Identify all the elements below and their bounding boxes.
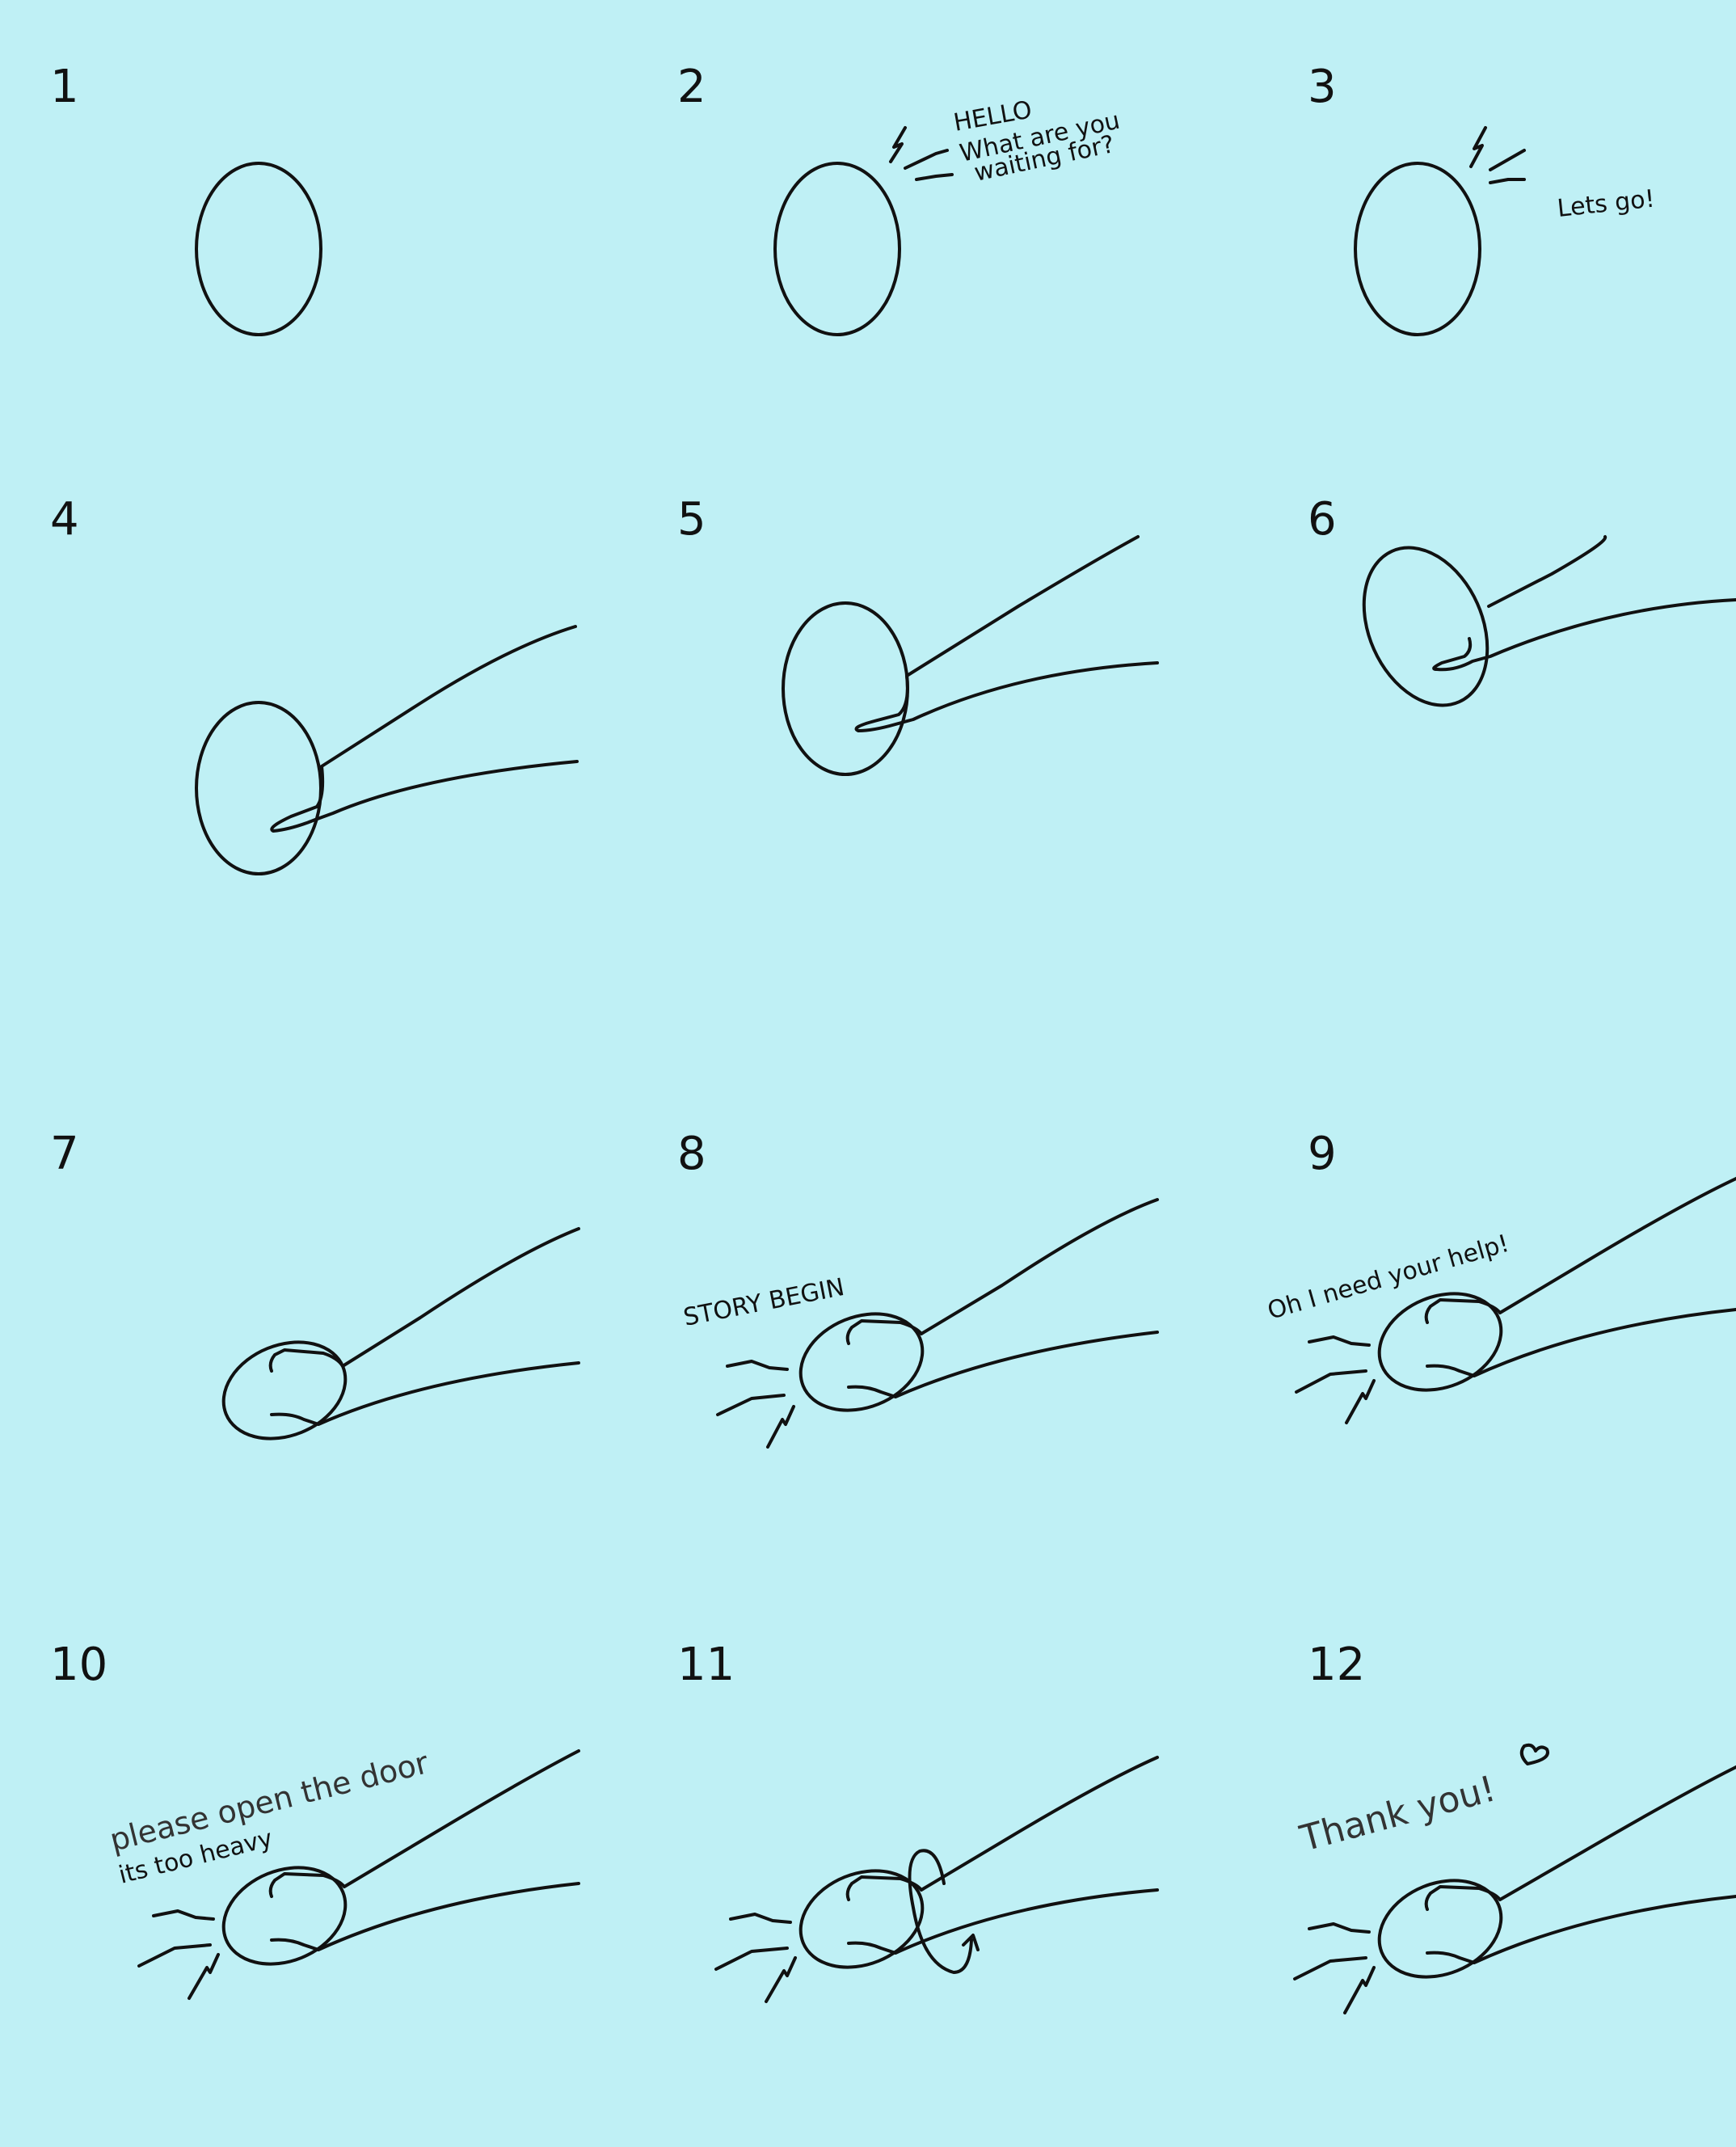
doorknob-sketch bbox=[195, 701, 322, 875]
panel-7-drawing bbox=[221, 1227, 580, 1440]
burst-lines bbox=[1293, 1922, 1376, 2014]
hand-reaching bbox=[270, 625, 579, 833]
panel-number-1: 1 bbox=[50, 61, 79, 113]
panel-2-drawing: HELLO What are you waiting for? bbox=[773, 95, 1123, 336]
panel-number-4: 4 bbox=[50, 493, 79, 546]
speech-text: STORY BEGIN bbox=[681, 1273, 847, 1332]
hand-gripping bbox=[1424, 1177, 1736, 1377]
heart-icon bbox=[1519, 1743, 1549, 1765]
burst-lines bbox=[137, 1909, 220, 2000]
burst-lines bbox=[714, 1913, 797, 2003]
panel-8-drawing: STORY BEGIN bbox=[681, 1198, 1159, 1449]
burst-lines bbox=[716, 1360, 795, 1449]
doorknob-sketch bbox=[798, 1312, 925, 1412]
speech-text: Thank you! bbox=[1296, 1768, 1500, 1860]
panel-number-10: 10 bbox=[50, 1639, 108, 1691]
panel-11-drawing bbox=[714, 1756, 1159, 2003]
panel-number-8: 8 bbox=[677, 1128, 706, 1180]
doorknob-sketch bbox=[782, 601, 909, 776]
doorknob-sketch bbox=[798, 1869, 925, 1969]
hand-gripping bbox=[268, 1227, 580, 1426]
doorknob-sketch bbox=[1377, 1292, 1503, 1392]
panel-9-drawing: Oh I need your help! bbox=[1265, 1177, 1736, 1424]
hand-gripping bbox=[1424, 1765, 1736, 1964]
doorknob-sketch bbox=[1377, 1879, 1503, 1979]
doorknob-sketch bbox=[195, 162, 322, 336]
burst-lines bbox=[1469, 126, 1526, 184]
panel-6-drawing bbox=[1362, 535, 1736, 707]
rotation-arrow-icon bbox=[908, 1849, 980, 1974]
speech-text: Oh I need your help! bbox=[1265, 1230, 1513, 1326]
burst-lines bbox=[1295, 1335, 1376, 1424]
panel-number-11: 11 bbox=[677, 1639, 735, 1691]
doorknob-sketch bbox=[221, 1340, 348, 1440]
doorknob-sketch bbox=[221, 1866, 348, 1966]
doorknob-sketch bbox=[773, 162, 901, 336]
hand-gripping bbox=[845, 1198, 1159, 1398]
hand-gripping bbox=[268, 1749, 580, 1951]
panel-number-3: 3 bbox=[1308, 61, 1337, 113]
hand-reaching bbox=[854, 535, 1159, 732]
hand-gripping bbox=[845, 1756, 1159, 1955]
panel-number-9: 9 bbox=[1308, 1128, 1337, 1180]
panel-5-drawing bbox=[782, 535, 1159, 776]
panel-number-2: 2 bbox=[677, 61, 706, 113]
speech-text: Lets go! bbox=[1556, 184, 1656, 222]
panel-12-drawing: Thank you! bbox=[1293, 1743, 1736, 2014]
panel-number-12: 12 bbox=[1308, 1639, 1366, 1691]
panel-10-drawing: please open the door its too heavy bbox=[107, 1744, 580, 2000]
panel-number-7: 7 bbox=[50, 1128, 79, 1180]
panel-1-drawing bbox=[195, 162, 322, 336]
panel-number-6: 6 bbox=[1308, 493, 1337, 546]
burst-lines bbox=[889, 126, 954, 181]
doorknob-sketch bbox=[1362, 546, 1490, 707]
doorknob-sketch bbox=[1354, 162, 1481, 336]
panel-3-drawing: Lets go! bbox=[1354, 126, 1656, 336]
panel-number-5: 5 bbox=[677, 493, 706, 546]
hand-reaching bbox=[1432, 535, 1736, 672]
panel-4-drawing bbox=[195, 625, 579, 875]
